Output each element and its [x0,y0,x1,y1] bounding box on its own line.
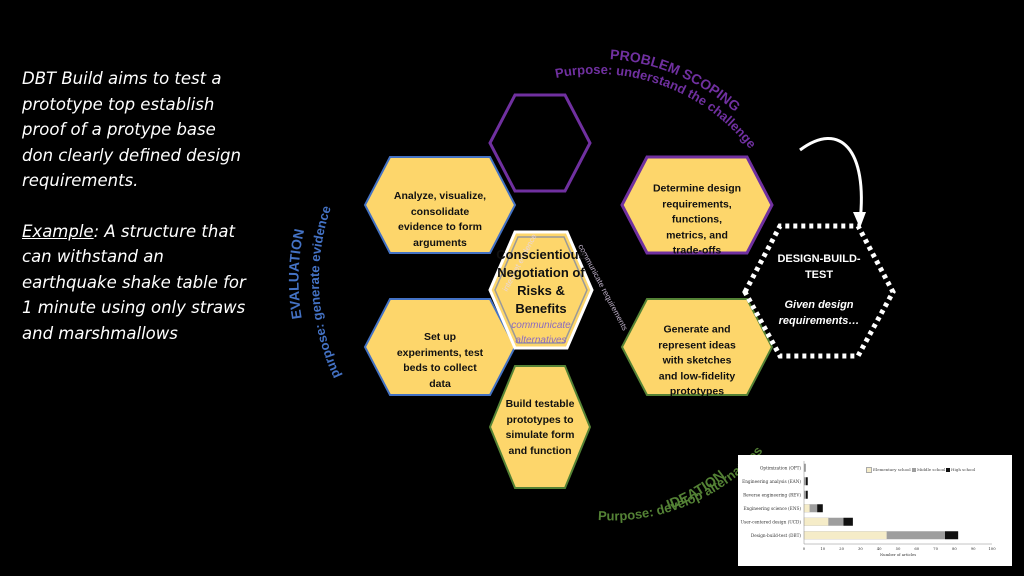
legend-middle: Middle school [912,467,945,472]
bar-2 [817,504,823,513]
dbt-subtitle: Given design requirements… [778,299,860,327]
hex-center-inner [494,236,588,344]
curved-arrow [799,137,863,223]
legend-middle-label: Middle school [917,467,946,472]
bar-0 [803,531,887,540]
example-text: Example: A structure that can withstand … [22,219,252,347]
example-body: : A structure that can withstand an eart… [22,221,246,343]
dbt-label: DESIGN-BUILD-TEST Given design requireme… [769,251,869,329]
x-tick-label: 20 [839,546,844,551]
hex-setup-label: Set up experiments, test beds to collect… [396,331,484,390]
hex-generate-label: Generate and represent ideas with sketch… [658,323,736,398]
chart-plot: Optimization (OPT) Engineering analysis (… [741,461,996,557]
x-tick-label: 30 [858,546,863,551]
bar-1 [809,504,818,513]
category-label: Engineering science (ENS) [744,506,802,511]
hex-center [488,230,594,350]
category-label: Engineering analysis (EAN) [742,479,801,484]
category-label: Optimization (OPT) [760,465,801,470]
hex-design-build-test [742,223,896,359]
bar-2 [805,477,808,486]
hex-analyze-label: Analyze, visualize, consolidate evidence… [393,190,487,249]
bar-1 [804,490,806,499]
hex-top-empty [488,93,592,193]
example-label: Example [22,221,94,241]
legend-high: High school [946,467,975,472]
bar-2 [945,531,959,540]
hex-center-label: Conscientious Negotiation of Risks & Ben… [493,246,589,348]
x-axis-title: Number of articles [880,552,916,557]
legend-high-label: High school [951,467,976,472]
center-subtitle: communicate alternatives [511,320,571,346]
x-tick-label: 10 [820,546,825,551]
bar-2 [843,517,853,526]
x-tick-label: 90 [971,546,976,551]
x-tick-label: 0 [803,546,806,551]
hex-determine-label: Determine design requirements, functions… [652,182,742,257]
legend-elementary: Elementary school [866,467,911,473]
bar-1 [804,463,806,472]
x-tick-label: 40 [877,546,882,551]
intro-text: DBT Build aims to test a prototype top e… [22,69,241,190]
category-label: Reverse engineering (REV) [743,492,801,497]
description-text: DBT Build aims to test a prototype top e… [22,66,252,346]
dbt-title: DESIGN-BUILD-TEST [777,253,861,281]
arrow-head-icon [853,212,866,228]
hex-generate [620,298,774,396]
hex-determine [620,155,774,255]
x-tick-label: 50 [896,546,901,551]
x-tick-label: 60 [914,546,919,551]
bar-1 [804,477,806,486]
category-label: User-centered design (UCD) [741,519,802,524]
x-tick-label: 70 [933,546,938,551]
x-tick-label: 100 [988,546,996,551]
inset-chart: Optimization (OPT) Engineering analysis (… [738,455,1012,566]
category-label: Design-build-test (DBT) [751,533,801,538]
hex-build [488,365,592,489]
bar-2 [805,490,808,499]
evaluation-title: EVALUATION [286,227,308,320]
hex-build-label: Build testable prototypes to simulate fo… [505,398,575,457]
evaluation-purpose: purpose: generate evidence [307,204,343,381]
x-tick-label: 80 [952,546,957,551]
legend-elementary-label: Elementary school [873,467,911,472]
hex-analyze [363,156,517,254]
bar-0 [803,504,810,513]
bar-1 [886,531,945,540]
bar-1 [828,517,844,526]
bar-0 [803,517,829,526]
center-title: Conscientious Negotiation of Risks & Ben… [496,247,586,316]
